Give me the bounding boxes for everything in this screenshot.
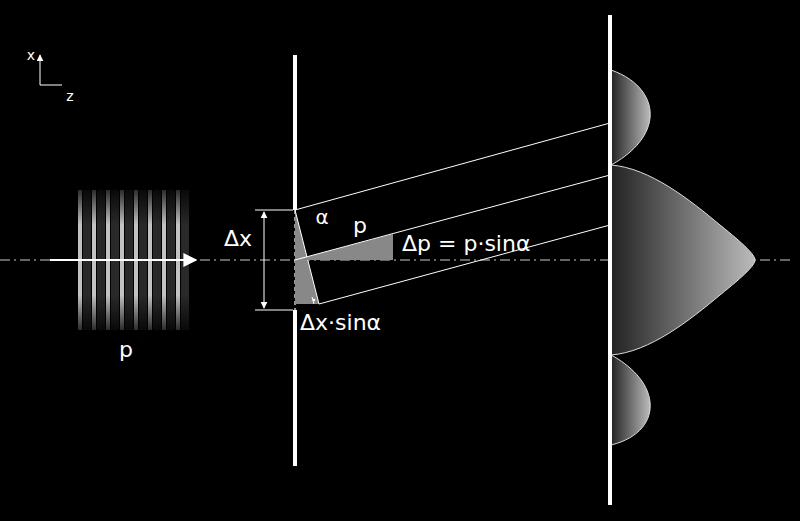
screen [608, 15, 612, 505]
incoming-arrow [50, 259, 196, 261]
slit-width-label: Δx [224, 228, 252, 250]
angle-label: α [315, 207, 328, 227]
rays [295, 123, 610, 304]
path-difference-label: Δx·sinα [300, 312, 381, 334]
intensity-pattern [611, 70, 755, 445]
width-dimension [255, 210, 293, 310]
slit-wall [293, 310, 297, 466]
axis-icon [40, 55, 62, 85]
axis-label: z [66, 89, 73, 103]
momentum-label: p [353, 215, 367, 237]
momentum-uncertainty-label: Δp = p·sinα [402, 233, 530, 255]
slit-wall [293, 55, 297, 210]
momentum-label: p [119, 339, 133, 361]
right-angle-dot [313, 299, 316, 302]
axis-label: x [27, 48, 35, 62]
